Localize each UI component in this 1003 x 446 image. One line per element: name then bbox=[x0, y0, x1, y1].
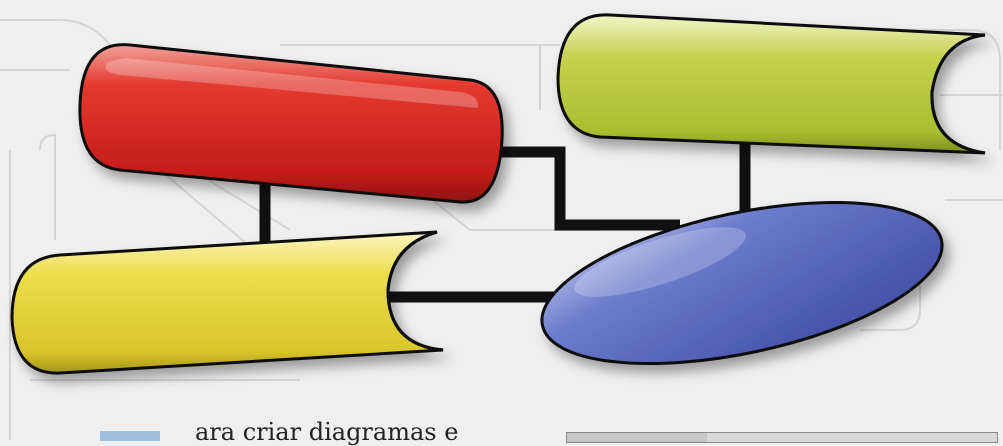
green-tube-shape bbox=[558, 15, 985, 153]
connector-red-blue bbox=[495, 152, 680, 225]
sidebar-box bbox=[566, 432, 998, 443]
red-cylinder-shape bbox=[80, 45, 502, 202]
drop-cap bbox=[100, 431, 160, 441]
yellow-tube-shape bbox=[12, 232, 443, 373]
article-text-fragment: ara criar diagramas e bbox=[195, 420, 458, 444]
